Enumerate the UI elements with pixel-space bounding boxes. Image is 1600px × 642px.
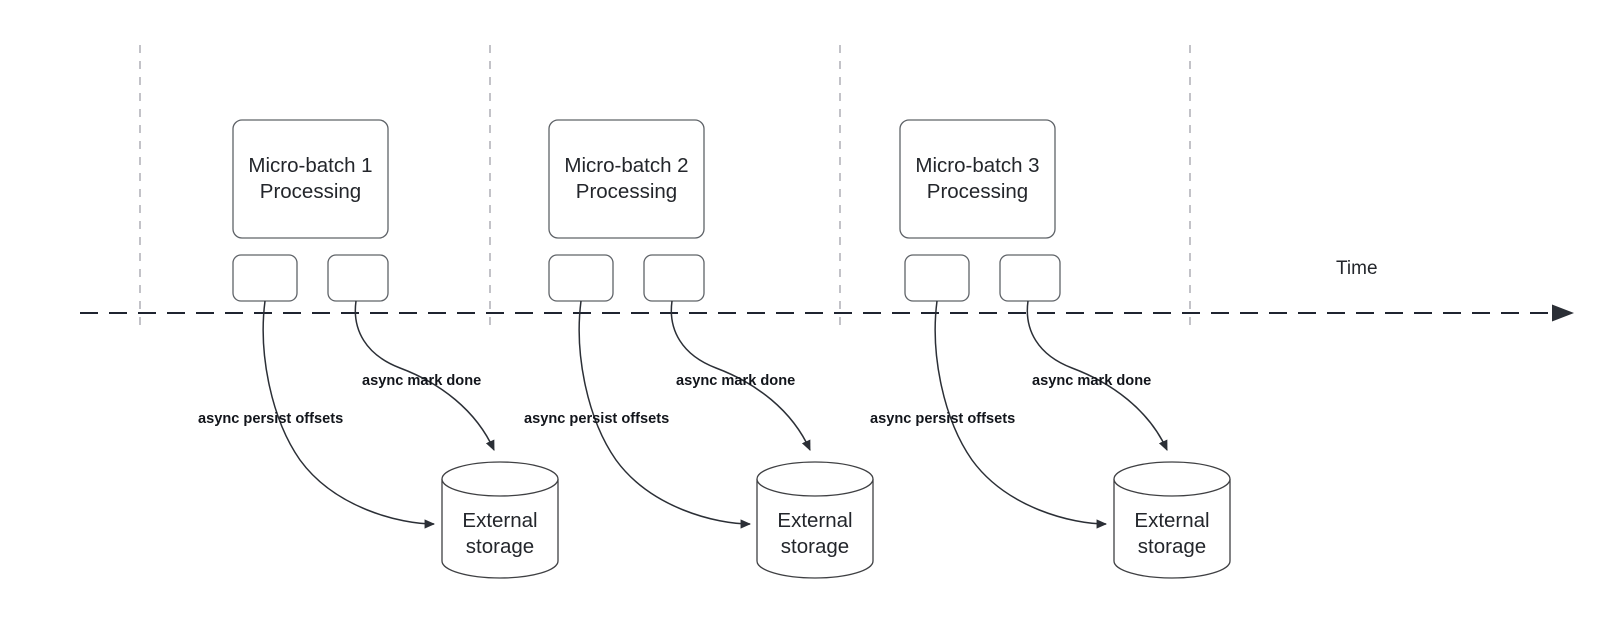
micro-batch-1-label-line2: Processing <box>260 180 361 203</box>
external-storage-3-label-line2: storage <box>1138 535 1206 558</box>
micro-batch-3-label-line2: Processing <box>927 180 1028 203</box>
external-storage-3-cylinder[interactable] <box>1113 461 1231 579</box>
micro-batch-3-box[interactable] <box>899 119 1056 239</box>
micro-batch-3-mark-done-label: async mark done <box>1032 373 1151 389</box>
micro-batch-group-3: Micro-batch 3 Processing async persist o… <box>870 119 1231 579</box>
micro-batch-1-persist-offsets-label: async persist offsets <box>198 411 343 427</box>
micro-batch-3-label-line1: Micro-batch 3 <box>915 154 1039 177</box>
micro-batch-1-task-a-box[interactable] <box>232 254 298 302</box>
micro-batch-1-mark-done-label: async mark done <box>362 373 481 389</box>
time-axis-label: Time <box>1336 258 1378 279</box>
micro-batch-3-persist-offsets-arrow <box>934 300 1108 529</box>
micro-batch-2-task-b-box[interactable] <box>643 254 705 302</box>
external-storage-2-label-line1: External <box>777 509 852 532</box>
micro-batch-group-2: Micro-batch 2 Processing async persist o… <box>524 119 874 579</box>
micro-batch-3-task-a-box[interactable] <box>904 254 970 302</box>
micro-batch-group-1: Micro-batch 1 Processing async persist o… <box>198 119 559 579</box>
time-axis: Time <box>80 258 1574 322</box>
micro-batch-1-box[interactable] <box>232 119 389 239</box>
micro-batch-2-label-line1: Micro-batch 2 <box>564 154 688 177</box>
micro-batch-1-task-b-box[interactable] <box>327 254 389 302</box>
micro-batch-2-mark-done-arrow <box>670 300 811 451</box>
micro-batch-2-persist-offsets-label: async persist offsets <box>524 411 669 427</box>
micro-batch-2-persist-offsets-arrow <box>578 300 752 529</box>
external-storage-2-cylinder[interactable] <box>756 461 874 579</box>
external-storage-3-label-line1: External <box>1134 509 1209 532</box>
external-storage-1-label-line2: storage <box>466 535 534 558</box>
micro-batch-2-task-a-box[interactable] <box>548 254 614 302</box>
external-storage-1-cylinder[interactable] <box>441 461 559 579</box>
micro-batch-2-mark-done-label: async mark done <box>676 373 795 389</box>
micro-batch-1-mark-done-arrow <box>354 300 495 451</box>
micro-batch-3-task-b-box[interactable] <box>999 254 1061 302</box>
micro-batch-3-persist-offsets-label: async persist offsets <box>870 411 1015 427</box>
micro-batch-2-box[interactable] <box>548 119 705 239</box>
external-storage-1-label-line1: External <box>462 509 537 532</box>
micro-batch-1-label-line1: Micro-batch 1 <box>248 154 372 177</box>
time-axis-arrowhead <box>1552 304 1574 322</box>
micro-batch-1-persist-offsets-arrow <box>262 300 436 529</box>
external-storage-2-label-line2: storage <box>781 535 849 558</box>
micro-batch-2-label-line2: Processing <box>576 180 677 203</box>
micro-batch-3-mark-done-arrow <box>1026 300 1168 451</box>
